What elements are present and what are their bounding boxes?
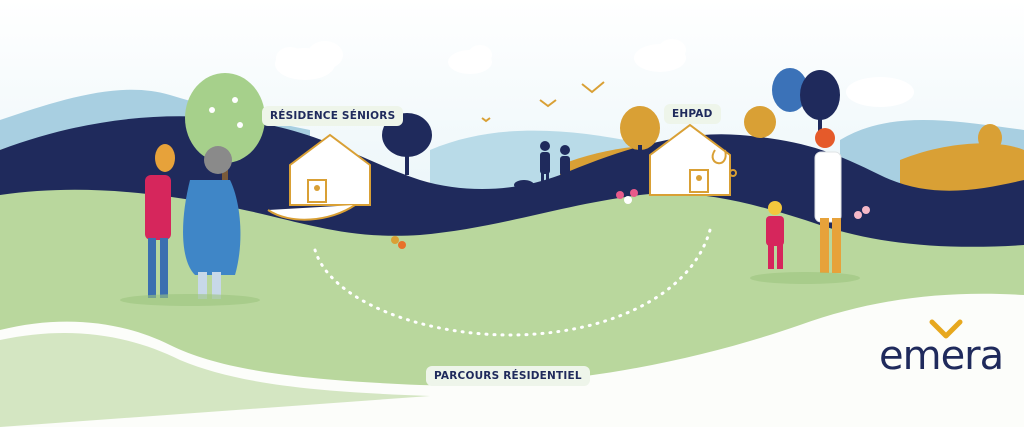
tree-gold-center [620, 106, 660, 160]
residence-seniors-label: RÉSIDENCE SÉNIORS [262, 106, 404, 126]
clouds [275, 39, 914, 107]
family-right [750, 128, 860, 284]
flowers [391, 189, 870, 249]
ehpad-label: EHPAD [664, 104, 721, 124]
women-group-left [120, 144, 260, 306]
chevron-v-logo-icon [929, 319, 963, 339]
parcours-residentiel-label: PARCOURS RÉSIDENTIEL [426, 366, 590, 386]
walking-couple-silhouette [514, 141, 570, 190]
tree-blue-right [744, 68, 840, 138]
residence-seniors-house [267, 133, 371, 221]
residential-path-dots [313, 228, 712, 337]
tree-gold-far-right [978, 124, 1002, 152]
birds [481, 81, 605, 123]
ehpad-house [649, 123, 737, 196]
brand-name: emera [879, 333, 1004, 379]
